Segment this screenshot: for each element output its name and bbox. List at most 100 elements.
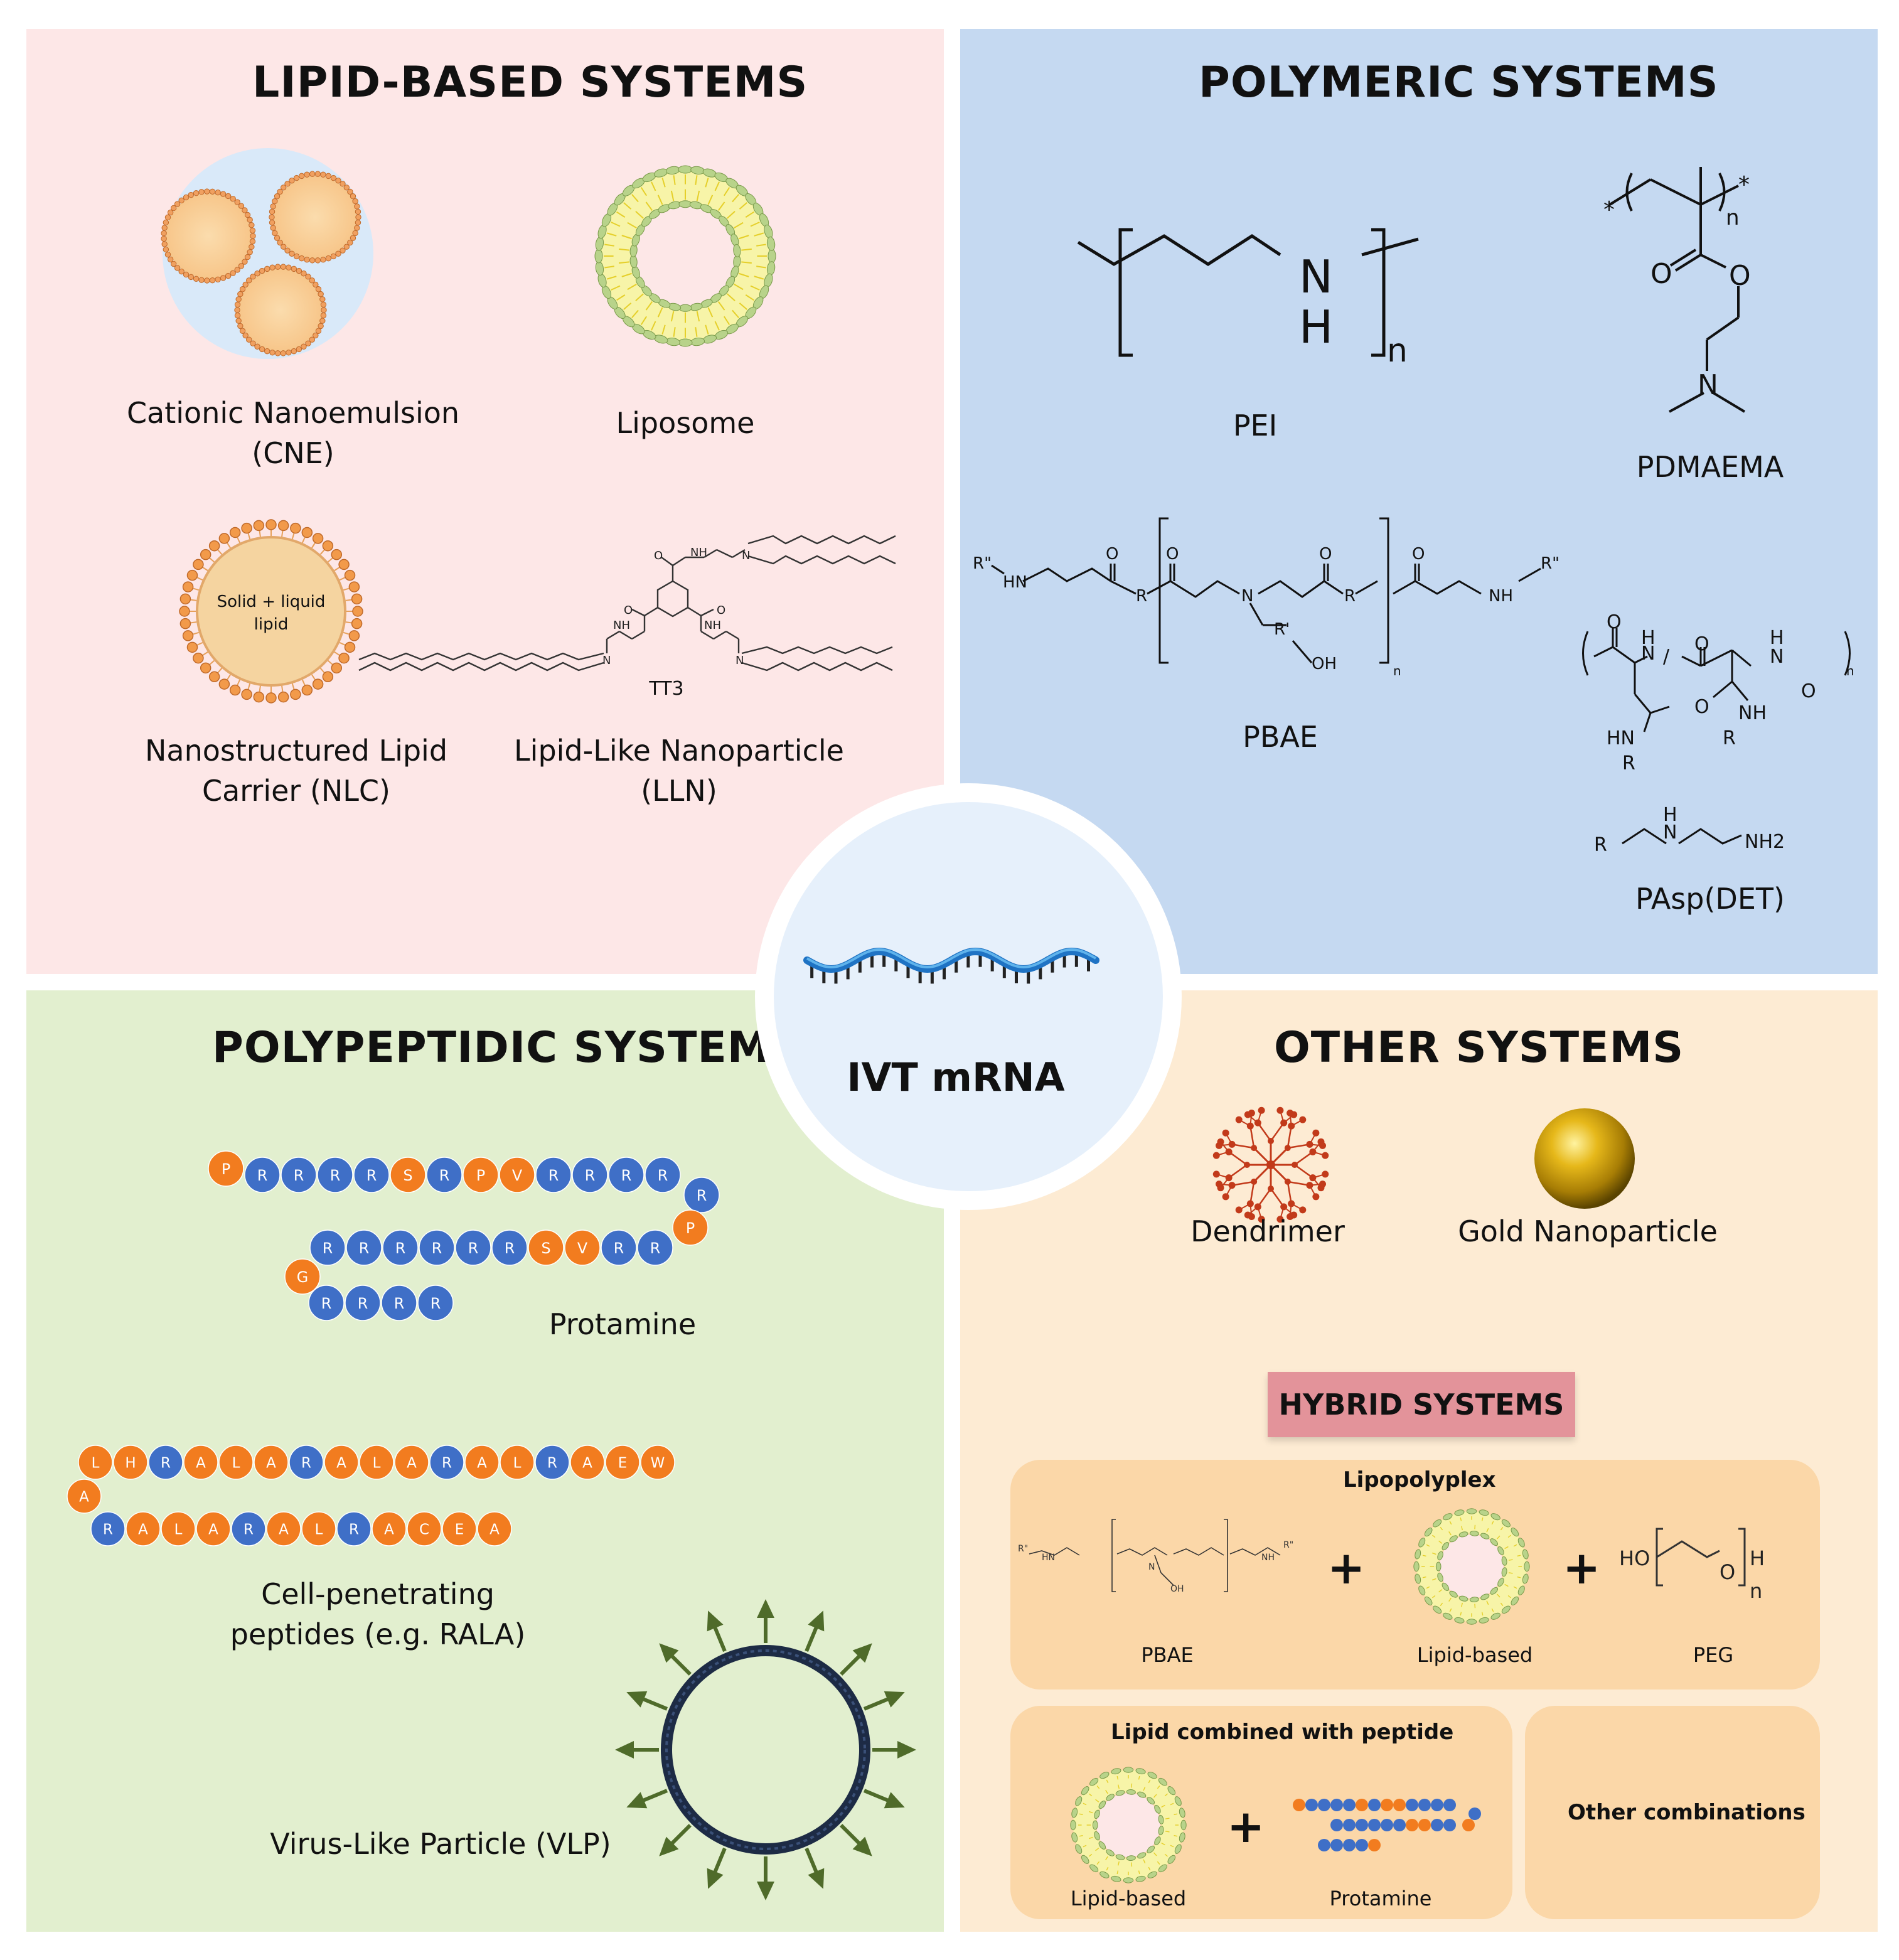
amino-acid-bead: L (218, 1445, 254, 1480)
lipid-head (198, 189, 205, 195)
svg-text:R: R (1723, 727, 1736, 749)
svg-text:n: n (1393, 663, 1401, 678)
lipid-head (161, 241, 168, 247)
protamine-label: Protamine (548, 1307, 697, 1341)
lipid-head (305, 340, 311, 346)
amino-acid-letter: L (513, 1455, 522, 1472)
lipid-head (277, 188, 283, 195)
outer-head (1454, 1509, 1465, 1516)
lipid-head (234, 199, 240, 205)
lipid-head (325, 173, 332, 179)
mini-bead (1356, 1819, 1368, 1831)
dendrimer-node (1222, 1129, 1229, 1137)
lipopolyplex-pbae-label: PBAE (1141, 1643, 1194, 1667)
mini-bead (1462, 1819, 1475, 1831)
lipid-head (309, 171, 316, 177)
inner-head (1094, 1809, 1100, 1819)
nlc-head (290, 522, 301, 534)
outer-head (1433, 1519, 1442, 1528)
nlc-head (265, 519, 277, 530)
lipid-head (343, 185, 350, 191)
amino-acid-bead: R (637, 1229, 673, 1266)
outer-head (1517, 1538, 1525, 1548)
vlp-spike (840, 1652, 863, 1676)
outer-head (1415, 1549, 1421, 1560)
lipopolyplex-lipid-label: Lipid-based (1416, 1643, 1533, 1667)
svg-text:n: n (1387, 332, 1408, 370)
lipid-tail (1143, 1786, 1146, 1791)
lipid-head (335, 250, 341, 257)
pasp-label: PAsp(DET) (1635, 882, 1785, 916)
other-combinations-label: Other combinations (1568, 1800, 1805, 1825)
lipid-head (293, 253, 300, 260)
amino-acid-bead: R (491, 1229, 528, 1266)
amino-acid-bead: R (346, 1229, 382, 1266)
inner-head (1147, 1845, 1155, 1853)
lipid-tail (714, 181, 720, 191)
lipid-head (272, 230, 278, 237)
outer-head (1511, 1596, 1519, 1605)
outer-head (1413, 1561, 1420, 1572)
nlc-label-line1: Nanostructured Lipid (144, 734, 448, 768)
outer-head (768, 249, 776, 264)
lipid-tail (1153, 1794, 1157, 1798)
lipid-tail (1165, 1831, 1170, 1833)
lipid-tail (604, 244, 614, 247)
lipid-tail (631, 194, 639, 203)
amino-acid-letter: A (489, 1522, 500, 1538)
mini-bead (1381, 1819, 1393, 1831)
lipid-tail (717, 301, 725, 311)
inner-head (1490, 1587, 1499, 1595)
lipid-head (280, 264, 287, 270)
lipid-head (188, 191, 195, 198)
lipid-tail (1426, 1544, 1430, 1547)
lipid-head (291, 265, 297, 272)
nlc-head (344, 569, 356, 581)
tt3-structure-icon (358, 535, 896, 672)
outer-head (678, 165, 693, 174)
lipid-tail (750, 222, 760, 227)
vlp-spike (840, 1824, 863, 1847)
amino-acid-bead: R (345, 1285, 381, 1321)
amino-acid-letter: P (686, 1219, 695, 1237)
svg-text:R": R" (1018, 1544, 1028, 1554)
dendrimer-node (1258, 1106, 1265, 1114)
lipid-head (319, 296, 326, 303)
svg-text:H: H (1663, 804, 1677, 826)
svg-text:HO: HO (1619, 1546, 1650, 1570)
inner-head (1501, 1567, 1507, 1577)
gold-nanoparticle-icon (1534, 1108, 1635, 1209)
pei-atoms: N H n (1299, 250, 1408, 370)
amino-acid-bead: R (455, 1229, 491, 1266)
lipid-peptide-lipid-label: Lipid-based (1070, 1887, 1187, 1910)
lln-label-line1: Lipid-Like Nanoparticle (514, 734, 844, 768)
lipid-tail (1157, 1861, 1160, 1865)
inner-head (733, 244, 741, 257)
amino-acid-letter: S (403, 1167, 412, 1184)
lipid-head (170, 205, 177, 212)
lipid-tail (657, 195, 663, 205)
amino-acid-bead: G (284, 1258, 321, 1295)
lipid-tail (673, 327, 676, 337)
cpp-label-line2: peptides (e.g. RALA) (230, 1617, 526, 1651)
amino-acid-bead: P (463, 1157, 499, 1193)
peg-atoms: HO O H n (1619, 1546, 1765, 1603)
outer-head (1424, 1528, 1433, 1537)
outer-head (1433, 1605, 1442, 1614)
lipid-head (161, 230, 167, 237)
pbae-atoms: R" HN O R O N R' OH O R n O NH R" (973, 545, 1559, 678)
lipid-tail (1448, 1597, 1452, 1602)
nlc-head (322, 671, 334, 683)
amino-acid-bead: W (640, 1445, 675, 1480)
lipid-head (230, 196, 236, 202)
mini-bead (1368, 1839, 1381, 1851)
inner-head (1497, 1578, 1504, 1587)
amino-acid-letter: L (232, 1455, 240, 1472)
inner-head (1449, 1590, 1458, 1598)
lipid-tail (623, 303, 632, 310)
amino-acid-letter: C (419, 1522, 429, 1538)
lipid-tail (739, 202, 747, 210)
outer-head (1070, 1819, 1076, 1831)
lipid-head (352, 230, 358, 237)
lipid-head (274, 235, 281, 241)
